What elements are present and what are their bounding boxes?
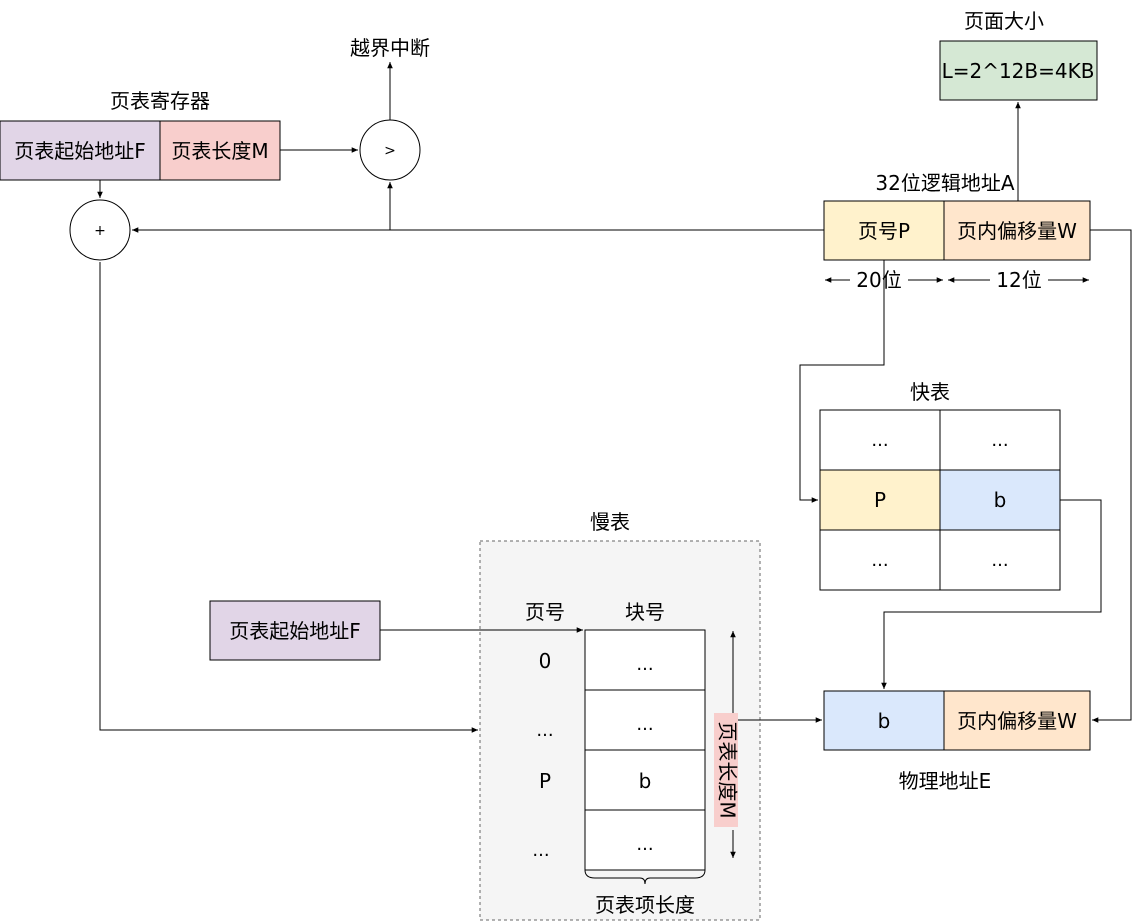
slow-table-cell (584, 689, 706, 751)
physical-offset-cell (943, 690, 1091, 751)
logical-address-title: 32位逻辑地址A (875, 171, 1014, 195)
slow-table-block-value: ... (636, 654, 653, 675)
logical-page-number-label: 页号P (858, 219, 910, 243)
register-length-label: 页表长度M (171, 139, 268, 163)
fast-table-text: P (874, 488, 886, 512)
slow-table-cell (584, 809, 706, 871)
register-length-cell (159, 120, 281, 181)
fast-table-cell (939, 469, 1061, 531)
fast-table-cell (939, 529, 1061, 591)
slow-table-title: 慢表 (590, 510, 630, 534)
page-table-register-title: 页表寄存器 (110, 89, 210, 113)
logical-offset-cell (943, 200, 1091, 261)
page-bits-label: 20位 (856, 268, 901, 292)
slow-table-col-block: 块号 (625, 600, 665, 624)
connector-page-to-fast-table (799, 260, 885, 503)
slow-table-col-page: 页号 (525, 600, 565, 624)
fast-table-cell (819, 529, 941, 591)
physical-offset-label: 页内偏移量W (957, 709, 1077, 733)
fast-table-text: b (994, 488, 1007, 512)
add-operator-circle (69, 199, 131, 261)
add-operator-symbol: + (94, 223, 106, 239)
out-of-bounds-label: 越界中断 (350, 36, 430, 60)
slow-start-address-box (209, 600, 381, 661)
slow-table-page-value: P (539, 769, 551, 793)
slow-table-page-value: 0 (539, 649, 552, 673)
fast-table-text: ... (871, 550, 888, 571)
physical-block-label: b (878, 709, 891, 733)
fast-table-title: 快表 (910, 380, 950, 404)
page-size-value: L=2^12B=4KB (942, 59, 1095, 83)
connector-fast-b-to-physical (881, 499, 1102, 689)
fast-table-text: ... (991, 550, 1008, 571)
slow-table-block-value: b (639, 769, 652, 793)
slow-table-cell (584, 629, 706, 691)
slow-table-cell (584, 749, 706, 811)
offset-bits-label-bg (990, 268, 1048, 292)
fast-table-text: ... (871, 430, 888, 451)
offset-bits-label: 12位 (996, 268, 1041, 292)
compare-operator-symbol: > (384, 143, 396, 159)
page-size-box (939, 40, 1098, 101)
connector-add-to-slow-table (99, 262, 478, 733)
table-length-label-bg (714, 713, 738, 827)
logical-offset-label: 页内偏移量W (957, 219, 1077, 243)
slow-table-page-value: ... (532, 840, 549, 861)
connector-offset-to-physical (1090, 229, 1132, 723)
table-length-label: 页表长度M (716, 721, 740, 818)
register-start-address-cell (0, 120, 161, 181)
page-bits-label-bg (850, 268, 908, 292)
slow-table-page-value: ... (536, 720, 553, 741)
register-start-address-label: 页表起始地址F (14, 139, 146, 163)
physical-block-cell (823, 690, 945, 751)
fast-table-text: ... (991, 430, 1008, 451)
entry-length-brace (584, 869, 706, 885)
slow-table-block-value: ... (636, 714, 653, 735)
page-size-title: 页面大小 (964, 9, 1044, 33)
entry-length-label: 页表项长度 (595, 893, 695, 917)
slow-start-address-label: 页表起始地址F (229, 619, 361, 643)
physical-address-title: 物理地址E (899, 769, 992, 793)
slow-table-block-value: ... (636, 834, 653, 855)
